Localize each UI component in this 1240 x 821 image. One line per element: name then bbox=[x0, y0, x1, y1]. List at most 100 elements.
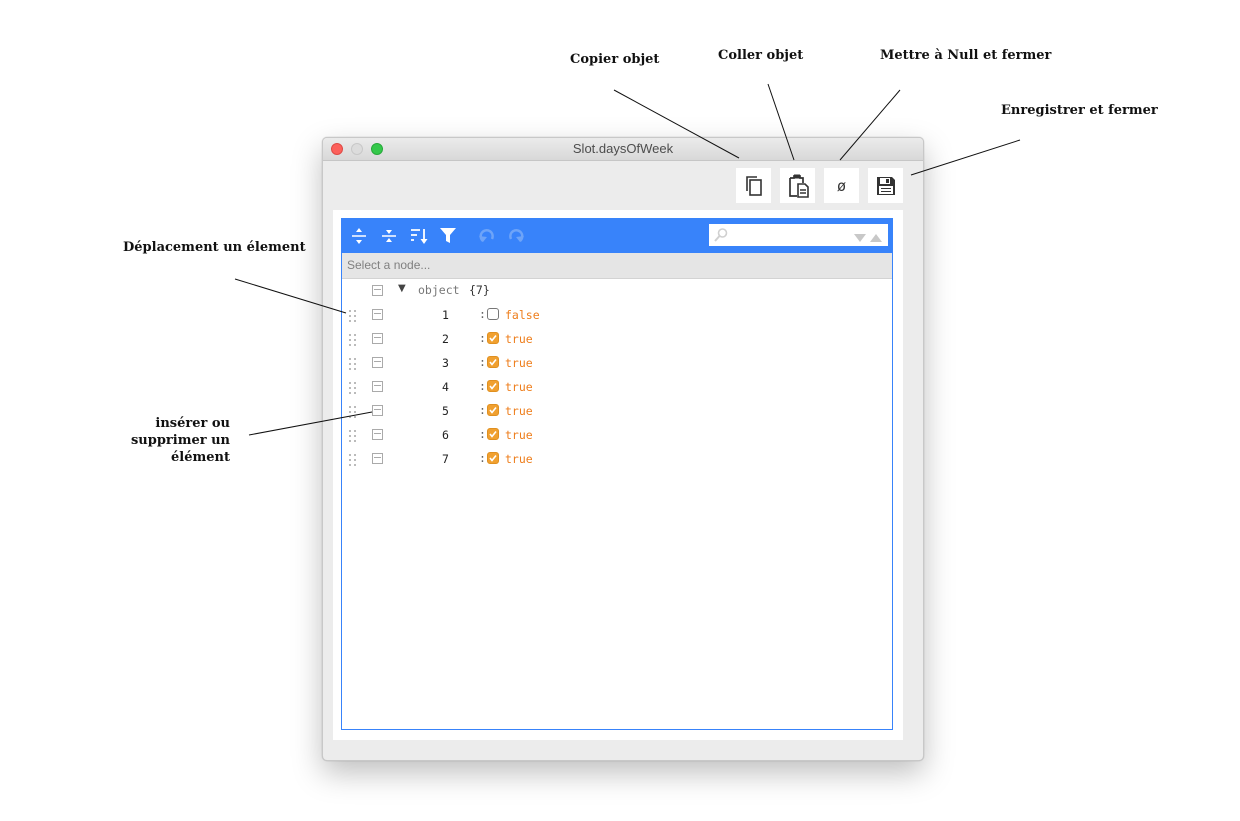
annotation-copy: Copier objet bbox=[570, 52, 660, 67]
filter-icon bbox=[440, 228, 456, 243]
context-menu-button[interactable] bbox=[372, 285, 383, 296]
drag-handle-icon[interactable] bbox=[348, 429, 358, 446]
value-checkbox[interactable] bbox=[487, 308, 499, 320]
item-value[interactable]: false bbox=[505, 308, 540, 322]
paste-object-button[interactable] bbox=[780, 168, 815, 203]
item-index: 1 bbox=[442, 308, 449, 322]
value-checkbox[interactable] bbox=[487, 332, 499, 344]
undo-button[interactable] bbox=[477, 226, 497, 246]
item-value[interactable]: true bbox=[505, 380, 533, 394]
check-icon bbox=[489, 455, 497, 462]
annotation-insert-line3: élément bbox=[171, 450, 230, 465]
search-icon bbox=[713, 227, 729, 248]
null-and-close-button[interactable]: ø bbox=[824, 168, 859, 203]
collapse-all-icon bbox=[382, 230, 396, 242]
expand-all-button[interactable] bbox=[349, 226, 369, 246]
check-icon bbox=[489, 383, 497, 390]
tree-row: 6: true bbox=[342, 423, 892, 447]
item-index: 6 bbox=[442, 428, 449, 442]
minimize-window-button[interactable] bbox=[351, 143, 363, 155]
item-value[interactable]: true bbox=[505, 332, 533, 346]
drag-handle-icon[interactable] bbox=[348, 381, 358, 398]
drag-handle-icon[interactable] bbox=[348, 309, 358, 326]
context-menu-button[interactable] bbox=[372, 405, 383, 416]
callout-save-line bbox=[910, 139, 1021, 176]
check-icon bbox=[489, 431, 497, 438]
item-value[interactable]: true bbox=[505, 404, 533, 418]
redo-icon bbox=[509, 229, 524, 242]
annotation-insert-line2: supprimer un bbox=[130, 433, 230, 448]
annotation-save-close: Enregistrer et fermer bbox=[1001, 103, 1158, 118]
item-value[interactable]: true bbox=[505, 452, 533, 466]
annotation-null-close: Mettre à Null et fermer bbox=[880, 48, 1052, 63]
tree-row: 3: true bbox=[342, 351, 892, 375]
item-separator: : bbox=[479, 379, 486, 393]
annotation-insert-line1: insérer ou bbox=[155, 416, 230, 431]
tree-row: 4: true bbox=[342, 375, 892, 399]
null-icon: ø bbox=[836, 176, 847, 195]
item-separator: : bbox=[479, 331, 486, 345]
annotation-insert-delete: insérer ou supprimer un élément bbox=[120, 415, 230, 466]
collapse-icon[interactable]: ▼ bbox=[398, 283, 406, 294]
check-icon bbox=[489, 335, 497, 342]
sort-button[interactable] bbox=[409, 226, 429, 246]
item-index: 2 bbox=[442, 332, 449, 346]
context-menu-button[interactable] bbox=[372, 333, 383, 344]
item-separator: : bbox=[479, 427, 486, 441]
annotation-move: Déplacement un élement bbox=[123, 240, 306, 255]
zoom-window-button[interactable] bbox=[371, 143, 383, 155]
tree-row: 7: true bbox=[342, 447, 892, 471]
item-index: 5 bbox=[442, 404, 449, 418]
item-index: 7 bbox=[442, 452, 449, 466]
copy-icon bbox=[745, 175, 762, 196]
drag-handle-icon[interactable] bbox=[348, 333, 358, 350]
item-separator: : bbox=[479, 355, 486, 369]
tree-row: 2: true bbox=[342, 327, 892, 351]
search-box[interactable] bbox=[709, 224, 888, 246]
value-checkbox[interactable] bbox=[487, 404, 499, 416]
item-value[interactable]: true bbox=[505, 356, 533, 370]
root-count: {7} bbox=[469, 283, 490, 297]
context-menu-button[interactable] bbox=[372, 381, 383, 392]
navigation-bar: Select a node... bbox=[342, 253, 892, 279]
clipboard-icon bbox=[788, 174, 809, 198]
value-checkbox[interactable] bbox=[487, 452, 499, 464]
redo-button[interactable] bbox=[506, 226, 526, 246]
check-icon bbox=[489, 407, 497, 414]
tree-row: 5:true bbox=[342, 399, 892, 423]
title-bar: Slot.daysOfWeek bbox=[323, 138, 923, 161]
item-separator: : bbox=[479, 451, 486, 465]
save-and-close-button[interactable] bbox=[868, 168, 903, 203]
context-menu-button[interactable] bbox=[372, 309, 383, 320]
drag-handle-icon[interactable] bbox=[348, 453, 358, 470]
check-icon bbox=[489, 359, 497, 366]
drag-handle-icon[interactable] bbox=[348, 405, 358, 422]
copy-object-button[interactable] bbox=[736, 168, 771, 203]
value-checkbox[interactable] bbox=[487, 380, 499, 392]
search-next-icon bbox=[854, 234, 866, 242]
app-window: Slot.daysOfWeek ø bbox=[322, 137, 924, 761]
value-checkbox[interactable] bbox=[487, 428, 499, 440]
item-index: 3 bbox=[442, 356, 449, 370]
context-menu-button[interactable] bbox=[372, 357, 383, 368]
sort-icon bbox=[411, 229, 428, 244]
context-menu-button[interactable] bbox=[372, 453, 383, 464]
expand-all-icon bbox=[352, 228, 366, 244]
editor-menu-bar bbox=[342, 219, 892, 253]
item-value[interactable]: true bbox=[505, 428, 533, 442]
drag-handle-icon[interactable] bbox=[348, 357, 358, 374]
window-title: Slot.daysOfWeek bbox=[572, 141, 674, 156]
collapse-all-button[interactable] bbox=[379, 226, 399, 246]
tree-row: 1:false bbox=[342, 303, 892, 327]
item-index: 4 bbox=[442, 380, 449, 394]
close-window-button[interactable] bbox=[331, 143, 343, 155]
context-menu-button[interactable] bbox=[372, 429, 383, 440]
filter-button[interactable] bbox=[438, 226, 458, 246]
search-previous-icon bbox=[870, 234, 882, 242]
undo-icon bbox=[479, 229, 494, 242]
search-navigation bbox=[853, 230, 885, 248]
root-field: object bbox=[418, 283, 460, 297]
value-checkbox[interactable] bbox=[487, 356, 499, 368]
